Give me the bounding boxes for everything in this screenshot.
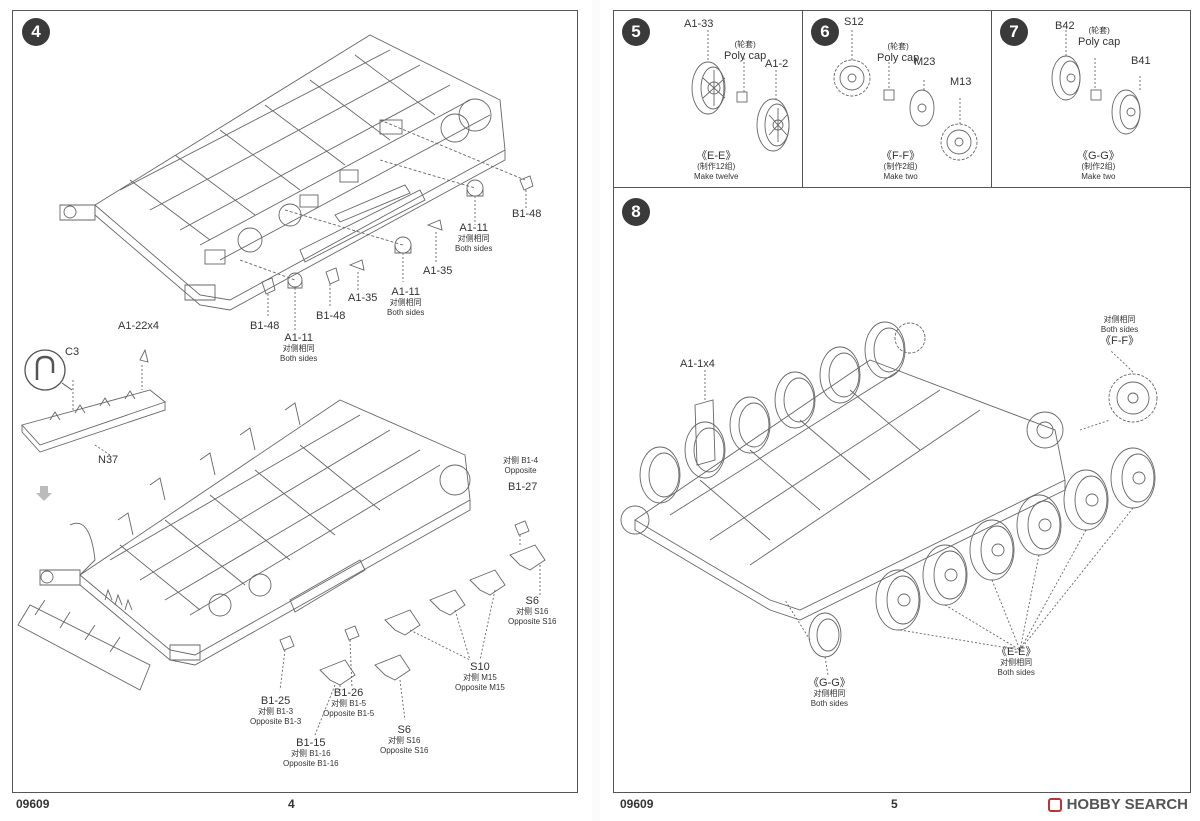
label-a1-2: A1-2 — [765, 58, 789, 70]
divider-6-7 — [991, 10, 992, 188]
road-wheel-assembly — [691, 30, 790, 152]
label-a1-1x4: A1-1x4 — [680, 358, 715, 370]
label-b1-4: 对侧 B1-4 Opposite — [503, 456, 539, 475]
label-b1-48-right: B1-48 — [512, 208, 542, 220]
label-c3: C3 — [65, 346, 80, 358]
label-a1-22x4: A1-22x4 — [118, 320, 159, 332]
label-s6-bottom: S6 对侧 S16 Opposite S16 — [380, 724, 429, 755]
label-m13: M13 — [950, 76, 972, 88]
label-a1-33: A1-33 — [684, 18, 714, 30]
hobby-search-logo-icon — [1047, 797, 1062, 812]
watermark-text: HOBBY SEARCH — [1066, 796, 1188, 813]
left-page-frame — [12, 10, 578, 793]
caption-f-f-step6: 《F-F》 (制作2组) Make two — [881, 150, 921, 181]
label-b1-27: B1-27 — [508, 481, 538, 493]
label-poly-cap-6: (轮套) Poly cap — [877, 42, 920, 64]
chassis-drawing-bottom — [17, 399, 546, 736]
step-8-badge: 8 — [622, 198, 650, 226]
label-b1-48-left: B1-48 — [250, 320, 280, 332]
right-page-number: 5 — [891, 797, 898, 811]
label-b1-15: B1-15 对侧 B1-16 Opposite B1-16 — [283, 737, 339, 768]
step-4-badge: 4 — [22, 18, 50, 46]
right-page: 5 A1-33 (轮套) Poly cap A1-2 《E-E》 (制作12组)… — [600, 0, 1200, 821]
label-m23: M23 — [914, 56, 936, 68]
step-7-badge: 7 — [1000, 18, 1028, 46]
arrow-down-icon — [36, 486, 52, 501]
label-s10: S10 对侧 M15 Opposite M15 — [455, 661, 505, 692]
label-b1-26: B1-26 对侧 B1-5 Opposite B1-5 — [323, 687, 375, 718]
label-a1-35-right: A1-35 — [423, 265, 453, 277]
label-e-e-both-sides: 《E-E》 对侧相同 Both sides — [996, 646, 1037, 677]
label-b41: B41 — [1131, 55, 1151, 67]
divider-top-row — [613, 187, 1191, 188]
label-a1-11-mid: A1-11 对侧相同 Both sides — [387, 286, 425, 317]
idler-wheel-assembly — [1051, 30, 1141, 135]
label-a1-11-left: A1-11 对侧相同 Both sides — [280, 332, 318, 363]
left-page: 4 — [0, 0, 592, 821]
label-a1-11-right: A1-11 对侧相同 Both sides — [455, 222, 493, 253]
label-poly-cap-7: (轮套) Poly cap — [1078, 26, 1121, 48]
step-5-badge: 5 — [622, 18, 650, 46]
caption-e-e-step5: 《E-E》 (制作12组) Make twelve — [694, 150, 739, 181]
label-g-g-both-sides: 《G-G》 对侧相同 Both sides — [808, 677, 851, 708]
label-s12: S12 — [844, 16, 864, 28]
label-poly-cap-5: (轮套) Poly cap — [724, 40, 767, 62]
track-link-subassembly — [21, 348, 166, 456]
label-f-f-both-sides: 对侧相同 Both sides 《F-F》 — [1100, 315, 1140, 347]
label-b1-25: B1-25 对侧 B1-3 Opposite B1-3 — [250, 695, 302, 726]
right-page-frame — [613, 10, 1191, 793]
left-page-number: 4 — [288, 797, 295, 811]
left-page-code: 09609 — [16, 797, 50, 811]
label-n37: N37 — [98, 454, 119, 466]
divider-5-6 — [802, 10, 803, 188]
sprocket-assembly — [833, 30, 978, 161]
hobby-search-watermark: HOBBY SEARCH — [1047, 796, 1188, 813]
wheel-installation-drawing — [620, 321, 1158, 676]
right-page-code: 09609 — [620, 797, 654, 811]
caption-g-g-step7: 《G-G》 (制作2组) Make two — [1077, 150, 1120, 181]
label-b1-48-mid: B1-48 — [316, 310, 346, 322]
step-6-badge: 6 — [811, 18, 839, 46]
label-b42: B42 — [1055, 20, 1075, 32]
cement-icon — [24, 349, 73, 391]
label-s6-top: S6 对侧 S16 Opposite S16 — [508, 595, 557, 626]
chassis-drawing-top — [59, 34, 534, 330]
label-a1-35-mid: A1-35 — [348, 292, 378, 304]
